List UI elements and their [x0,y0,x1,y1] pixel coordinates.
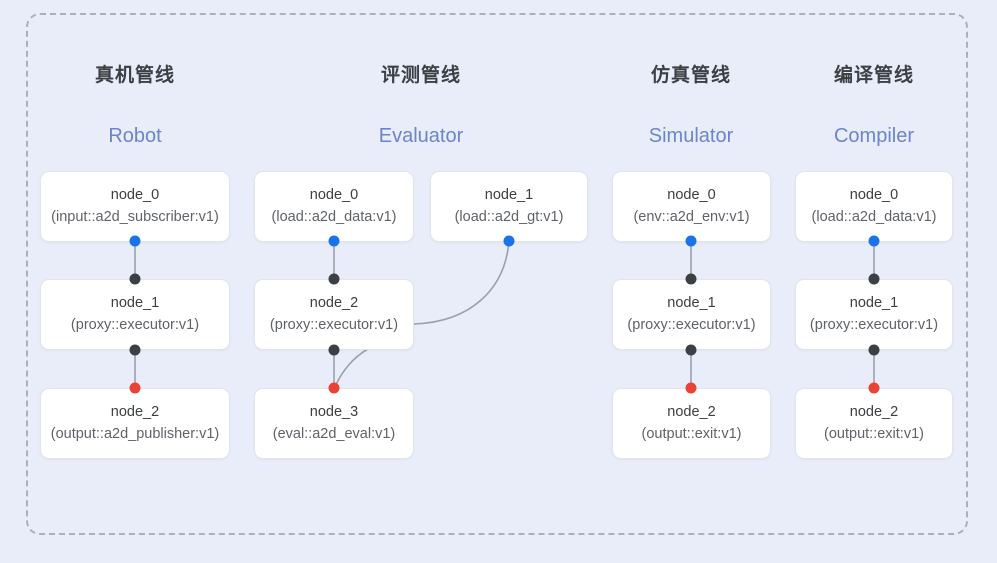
column-header-robot: 真机管线 Robot [25,66,245,146]
port-output-robot-1[interactable] [129,344,141,356]
node-type: (proxy::executor:v1) [809,316,939,333]
node-name: node_2 [110,404,160,421]
column-subtitle-simulator: Simulator [648,125,734,147]
node-type: (load::a2d_data:v1) [811,208,937,225]
node-type: (eval::a2d_eval:v1) [272,425,396,442]
port-input-robot-1[interactable] [129,273,141,285]
node-robot-0[interactable]: node_0 (input::a2d_subscriber:v1) [40,171,230,242]
node-type: (proxy::executor:v1) [269,316,399,333]
port-output-simulator-0[interactable] [685,235,697,247]
column-header-compiler: 编译管线 Compiler [764,66,984,146]
node-type: (load::a2d_gt:v1) [454,208,564,225]
node-simulator-1[interactable]: node_1 (proxy::executor:v1) [612,279,771,350]
port-output-evaluator-0[interactable] [328,235,340,247]
node-type: (proxy::executor:v1) [627,316,756,333]
port-output-simulator-1[interactable] [685,344,697,356]
node-name: node_2 [849,404,899,421]
column-header-evaluator: 评测管线 Evaluator [311,66,531,146]
column-subtitle-robot: Robot [108,125,162,147]
node-type: (proxy::executor:v1) [70,316,200,333]
node-name: node_1 [667,295,716,312]
node-name: node_1 [110,295,160,312]
node-simulator-0[interactable]: node_0 (env::a2d_env:v1) [612,171,771,242]
port-input-evaluator-3[interactable] [328,382,340,394]
port-output-robot-0[interactable] [129,235,141,247]
column-title-evaluator: 评测管线 [380,65,461,86]
node-evaluator-1[interactable]: node_1 (load::a2d_gt:v1) [430,171,588,242]
node-name: node_2 [667,404,716,421]
column-subtitle-compiler: Compiler [833,125,915,147]
port-output-evaluator-1[interactable] [503,235,515,247]
node-name: node_0 [309,187,359,204]
column-header-simulator: 仿真管线 Simulator [581,66,801,146]
port-input-evaluator-2[interactable] [328,273,340,285]
port-input-compiler-2[interactable] [868,382,880,394]
node-type: (output::exit:v1) [824,425,924,442]
port-input-robot-2[interactable] [129,382,141,394]
column-title-robot: 真机管线 [94,65,175,86]
node-simulator-2[interactable]: node_2 (output::exit:v1) [612,388,771,459]
port-input-simulator-1[interactable] [685,273,697,285]
pipeline-diagram-frame [26,13,968,535]
node-name: node_0 [667,187,716,204]
port-output-evaluator-2[interactable] [328,344,340,356]
node-evaluator-0[interactable]: node_0 (load::a2d_data:v1) [254,171,414,242]
node-compiler-2[interactable]: node_2 (output::exit:v1) [795,388,953,459]
node-robot-1[interactable]: node_1 (proxy::executor:v1) [40,279,230,350]
column-subtitle-evaluator: Evaluator [378,125,464,147]
node-compiler-1[interactable]: node_1 (proxy::executor:v1) [795,279,953,350]
node-name: node_0 [110,187,160,204]
port-output-compiler-0[interactable] [868,235,880,247]
port-output-compiler-1[interactable] [868,344,880,356]
port-input-compiler-1[interactable] [868,273,880,285]
node-robot-2[interactable]: node_2 (output::a2d_publisher:v1) [40,388,230,459]
node-name: node_1 [849,295,899,312]
node-compiler-0[interactable]: node_0 (load::a2d_data:v1) [795,171,953,242]
node-name: node_3 [309,404,359,421]
node-type: (input::a2d_subscriber:v1) [51,208,219,225]
node-type: (output::a2d_publisher:v1) [50,425,220,442]
node-type: (output::exit:v1) [641,425,742,442]
column-title-simulator: 仿真管线 [650,65,731,86]
node-type: (load::a2d_data:v1) [271,208,397,225]
node-name: node_0 [849,187,899,204]
node-evaluator-2[interactable]: node_2 (proxy::executor:v1) [254,279,414,350]
port-input-simulator-2[interactable] [685,382,697,394]
node-type: (env::a2d_env:v1) [633,208,750,225]
node-name: node_2 [309,295,359,312]
node-evaluator-3[interactable]: node_3 (eval::a2d_eval:v1) [254,388,414,459]
node-name: node_1 [484,187,534,204]
column-title-compiler: 编译管线 [833,65,914,86]
